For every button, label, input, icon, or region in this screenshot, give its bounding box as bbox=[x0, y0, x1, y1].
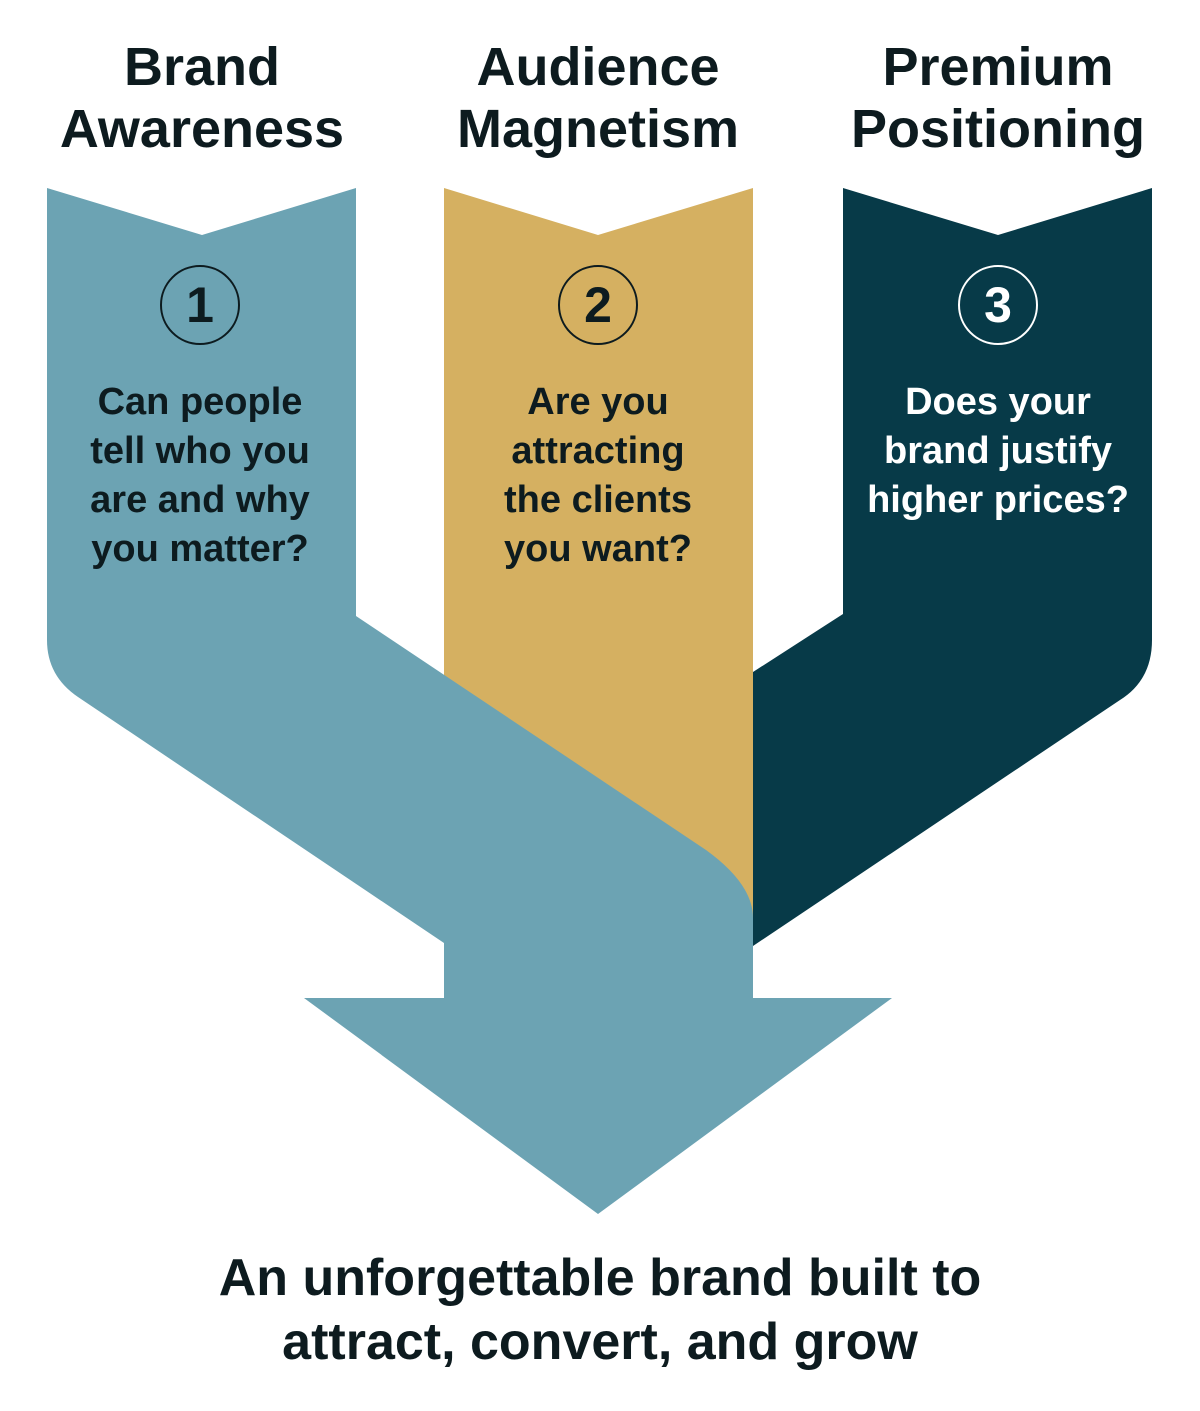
stage-2-title-line: Magnetism bbox=[456, 99, 740, 159]
conclusion-line: An unforgettable brand built to bbox=[218, 1249, 982, 1307]
stage-3-number-badge: 3 bbox=[958, 265, 1038, 345]
conclusion-line: attract, convert, and grow bbox=[282, 1313, 918, 1371]
stage-3-question: Does your brand justify higher prices? bbox=[848, 378, 1148, 525]
stage-1-title-line: Awareness bbox=[59, 99, 345, 159]
stage-3-question-line: Does your bbox=[905, 381, 1091, 423]
stage-2-question-line: Are you bbox=[527, 381, 669, 423]
stage-3-title-line: Premium bbox=[882, 37, 1114, 97]
stage-2-title-line: Audience bbox=[476, 37, 720, 97]
stage-1-question-line: Can people bbox=[97, 381, 303, 423]
stage-1-number-badge: 1 bbox=[160, 265, 240, 345]
stage-3-chevron bbox=[753, 188, 1152, 946]
stage-1-question-line: are and why bbox=[90, 479, 310, 521]
stage-3-title-line: Positioning bbox=[851, 99, 1145, 159]
stage-2-question-line: you want? bbox=[504, 528, 692, 570]
conclusion-text: An unforgettable brand built to attract,… bbox=[100, 1246, 1100, 1374]
stage-1-title: Brand Awareness bbox=[22, 36, 382, 160]
stage-2-question-line: attracting bbox=[511, 430, 685, 472]
stage-1-question-line: you matter? bbox=[91, 528, 309, 570]
stage-1-question-line: tell who you bbox=[90, 430, 310, 472]
stage-3-title: Premium Positioning bbox=[818, 36, 1178, 160]
stage-1-chevron-arrow bbox=[47, 188, 892, 1214]
stage-1-title-line: Brand bbox=[123, 37, 280, 97]
stage-3-question-line: higher prices? bbox=[867, 479, 1129, 521]
stage-2-question-line: the clients bbox=[504, 479, 692, 521]
stage-1-question: Can people tell who you are and why you … bbox=[50, 378, 350, 574]
stage-3-question-line: brand justify bbox=[883, 430, 1113, 472]
stage-2-question: Are you attracting the clients you want? bbox=[448, 378, 748, 574]
stage-2-number-badge: 2 bbox=[558, 265, 638, 345]
stage-2-title: Audience Magnetism bbox=[418, 36, 778, 160]
